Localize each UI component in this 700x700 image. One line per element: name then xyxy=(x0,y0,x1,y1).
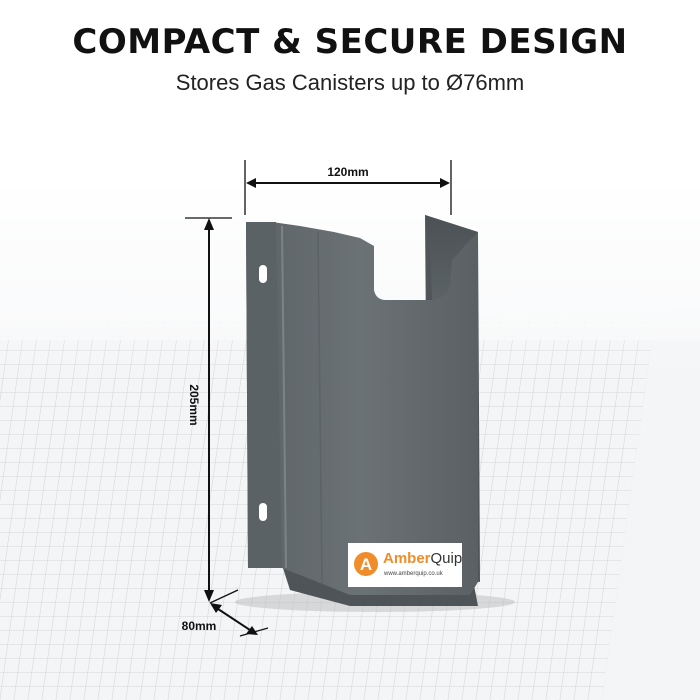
brand-name-part2: Quip xyxy=(431,550,463,567)
page-subtitle: Stores Gas Canisters up to Ø76mm xyxy=(175,70,525,95)
width-dimension: 120mm xyxy=(244,160,452,215)
brand-logo-icon xyxy=(354,552,378,576)
brand-logo-letter: A xyxy=(360,555,372,574)
brand-name-part1: Amber xyxy=(383,550,431,567)
width-dimension-label: 120mm xyxy=(327,165,368,179)
mounting-slot-bottom xyxy=(259,503,267,521)
canister-holder xyxy=(246,215,480,606)
mounting-slot-top xyxy=(259,265,267,283)
brand-url: www.amberquip.co.uk xyxy=(383,571,444,577)
svg-text:AmberQuip: AmberQuip xyxy=(383,550,462,567)
depth-dimension-label: 80mm xyxy=(182,619,217,633)
brand-label: A AmberQuip www.amberquip.co.uk xyxy=(348,543,462,587)
height-dimension: 205mm xyxy=(185,217,232,602)
page-title: COMPACT & SECURE DESIGN xyxy=(72,22,628,62)
depth-dimension: 80mm xyxy=(182,589,269,637)
height-dimension-label: 205mm xyxy=(187,384,201,425)
